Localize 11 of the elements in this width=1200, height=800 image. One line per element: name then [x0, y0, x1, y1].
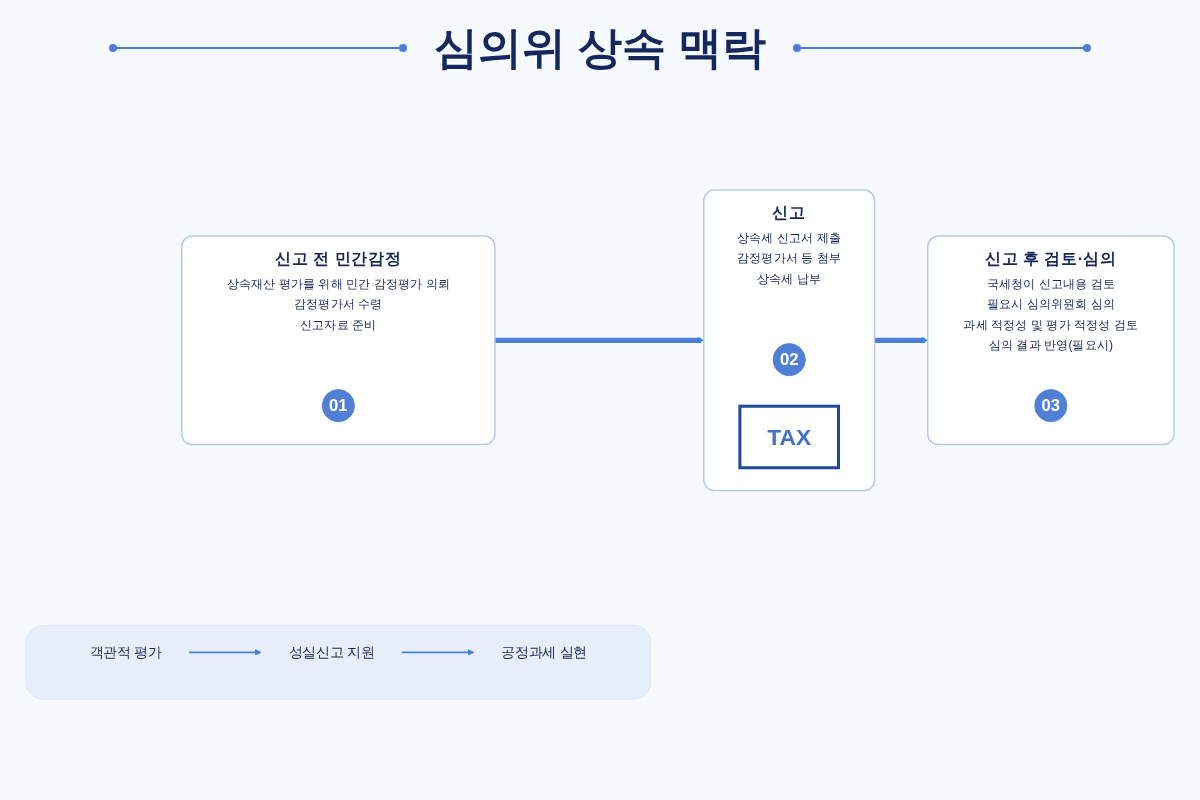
arrow	[188, 649, 262, 657]
summary-band	[25, 625, 651, 700]
number-badge: 03	[1034, 389, 1068, 423]
arrow	[400, 649, 475, 657]
title: 심의위 상속 맥락	[433, 21, 767, 74]
number-badge: 01	[321, 389, 355, 423]
step-text: 성실신고 지원	[288, 644, 375, 660]
step-text: 공정과세 실현	[501, 644, 588, 660]
step-text: 객관적 평가	[89, 644, 162, 660]
monitor-screen: TAX	[738, 405, 840, 470]
number-badge: 02	[772, 343, 806, 377]
